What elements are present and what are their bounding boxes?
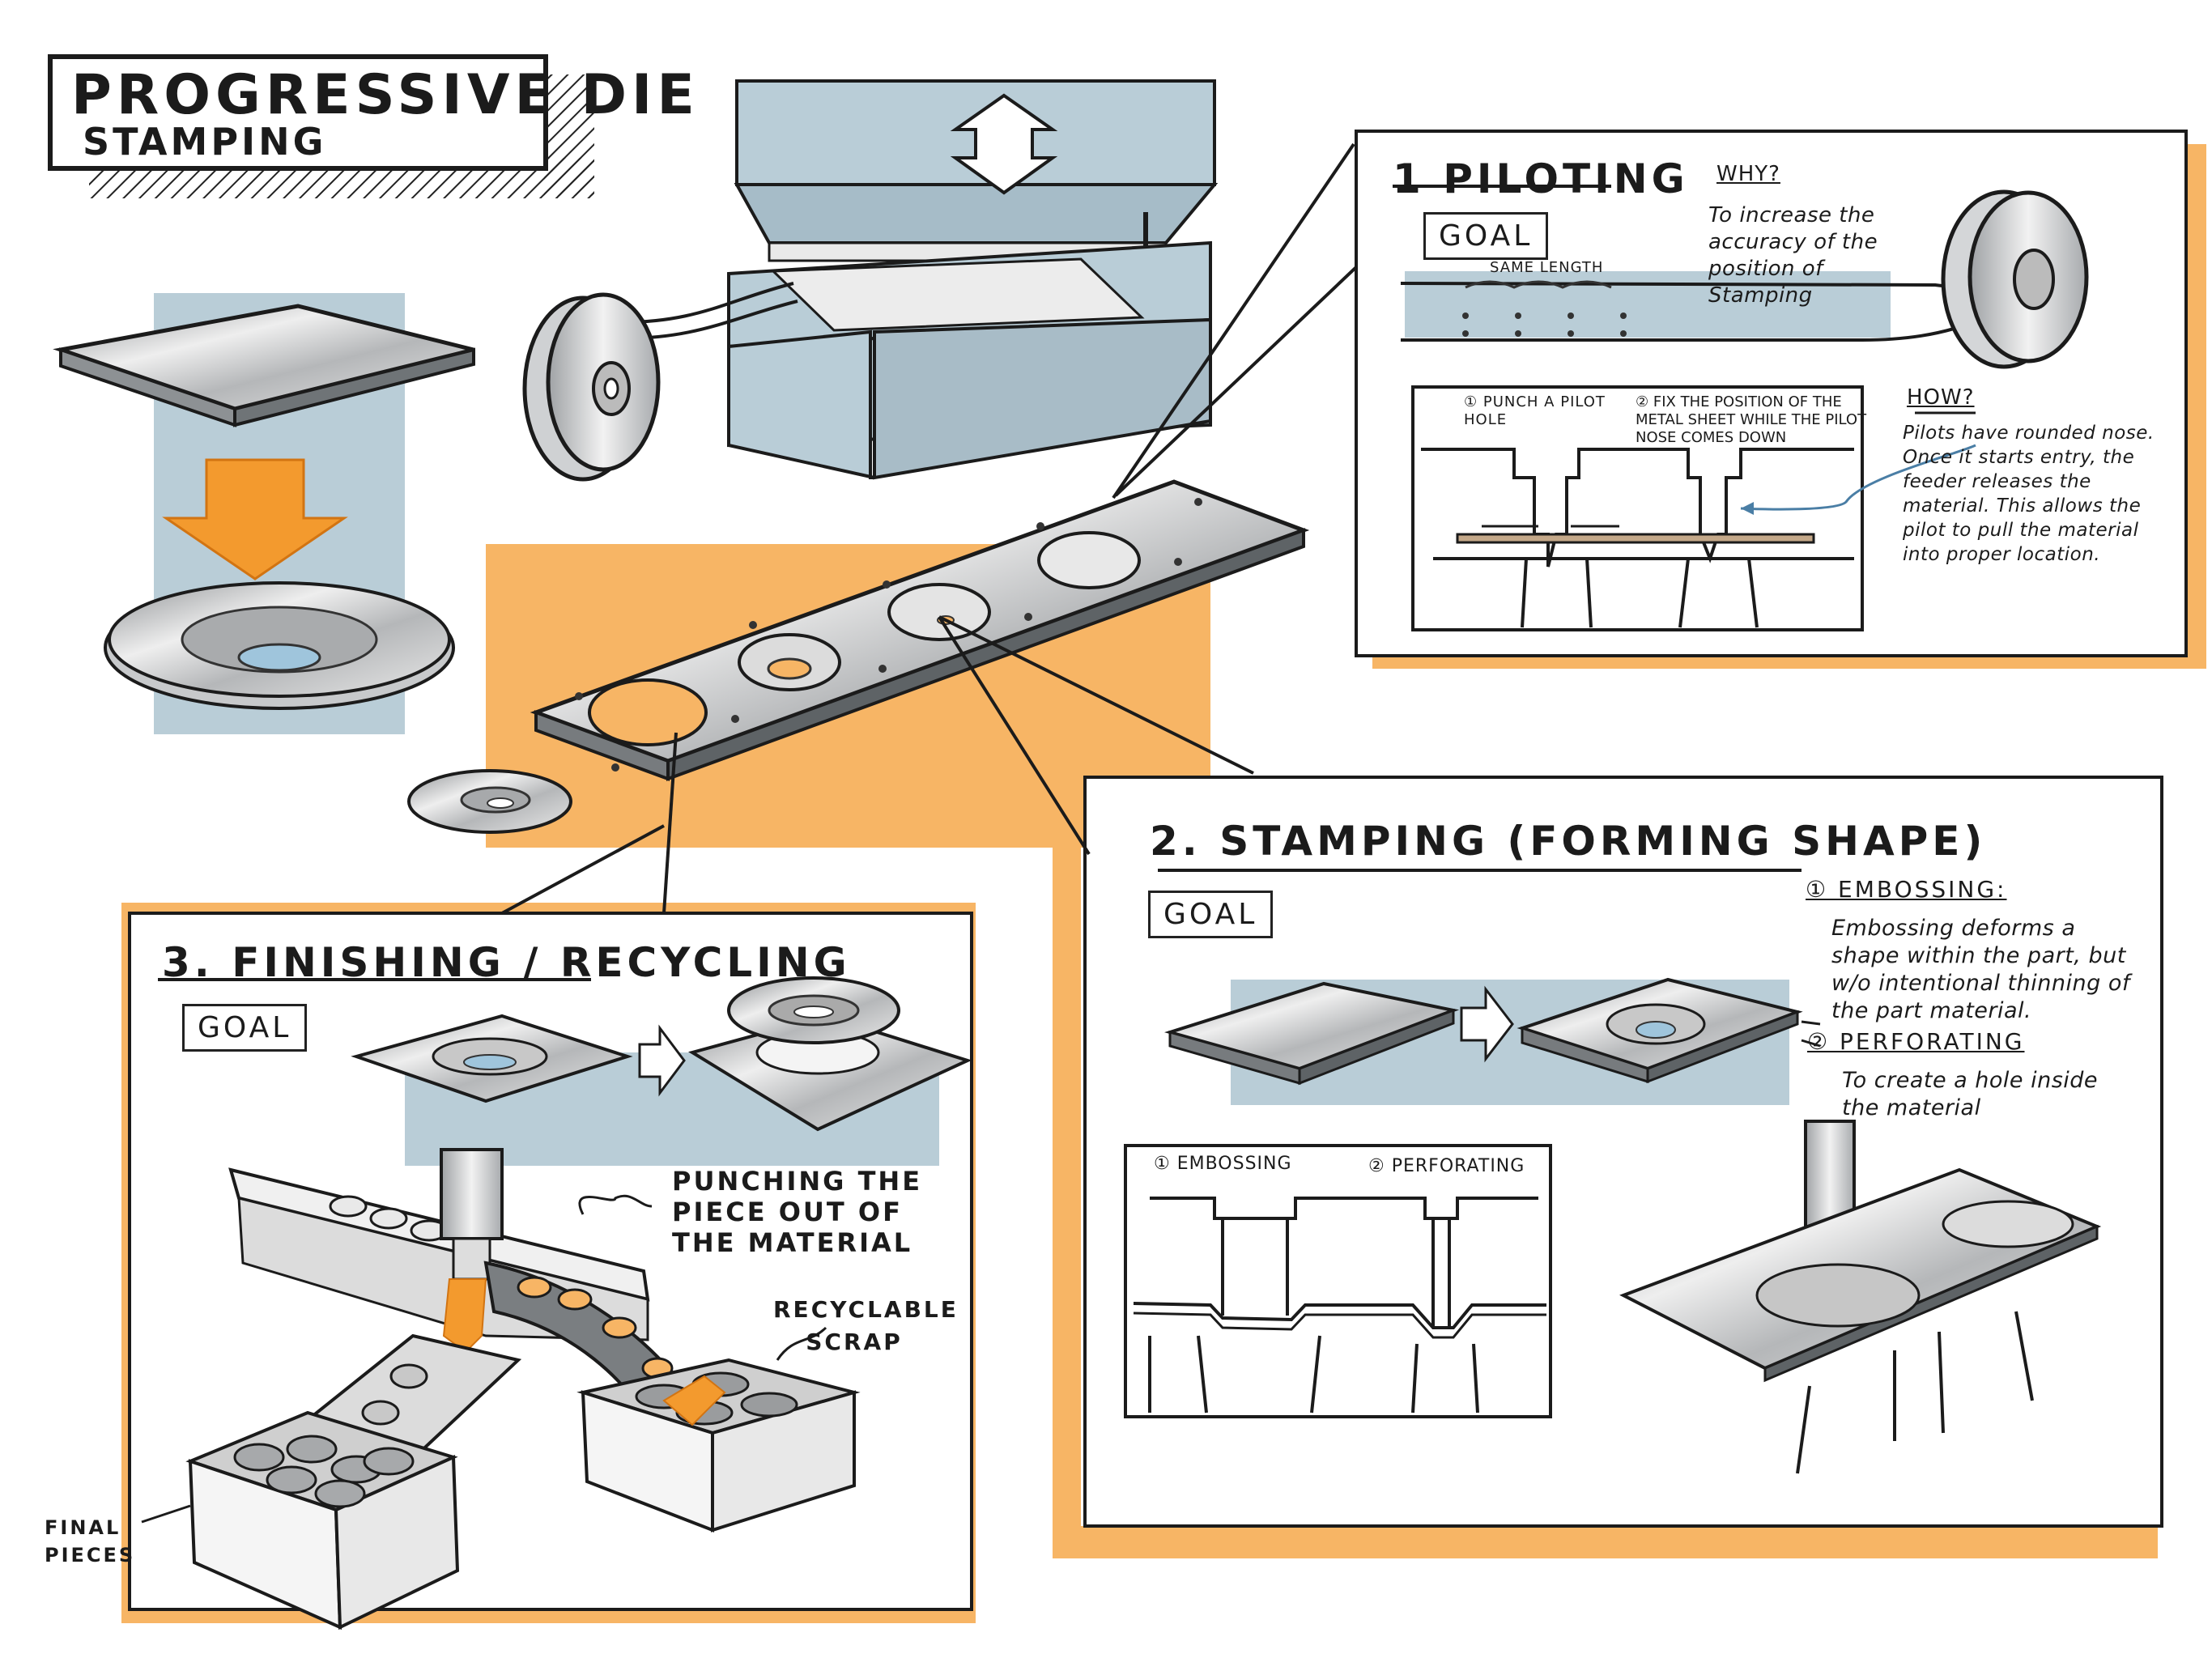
section3-goal: GOAL xyxy=(182,1004,307,1052)
section3-final-label: FINAL PIECES xyxy=(45,1514,150,1569)
section2-heading: 2. STAMPING (FORMING SHAPE) xyxy=(1150,818,1986,865)
title-line-2: STAMPING xyxy=(83,120,326,164)
section1-heading: 1 PILOTING xyxy=(1393,155,1689,202)
section1-how-label: HOW? xyxy=(1907,385,1975,410)
section1-same-length: SAME LENGTH xyxy=(1490,259,1603,276)
section2-goal: GOAL xyxy=(1148,891,1273,938)
section1-why-label: WHY? xyxy=(1716,162,1780,186)
section1-why-text: To increase the accuracy of the position… xyxy=(1708,202,1895,309)
title-line-1: PROGRESSIVE DIE xyxy=(71,63,700,127)
section1-step-1: ① PUNCH A PILOT HOLE xyxy=(1464,393,1634,429)
section2-embossing-text: Embossing deforms a shape within the par… xyxy=(1831,915,2139,1025)
section1-step-2: ② FIX THE POSITION OF THE METAL SHEET WH… xyxy=(1636,393,1870,447)
section3-scrap-label: RECYCLABLE SCRAP xyxy=(773,1294,935,1358)
section1-goal: GOAL xyxy=(1423,212,1548,260)
coil-roll-icon xyxy=(525,295,658,479)
section2-perforating-text: To create a hole inside the material xyxy=(1842,1067,2109,1122)
section2-embossing-label: ① EMBOSSING: xyxy=(1806,876,2007,903)
section2-diagram-label-perforating: ② PERFORATING xyxy=(1368,1156,1525,1176)
section3-heading: 3. FINISHING / RECYCLING xyxy=(162,939,851,986)
sheet-to-disc-illustration xyxy=(61,293,474,734)
section3-punching-label: PUNCHING THE PIECE OUT OF THE MATERIAL xyxy=(672,1166,939,1258)
coil-roll-icon-small xyxy=(1943,192,2087,367)
section2-diagram-label-embossing: ① EMBOSSING xyxy=(1154,1154,1292,1174)
press-machine-illustration xyxy=(525,81,1214,479)
section1-how-text: Pilots have rounded nose. Once it starts… xyxy=(1903,421,2174,567)
section2-perforating-label: ② PERFORATING xyxy=(1807,1028,2024,1055)
